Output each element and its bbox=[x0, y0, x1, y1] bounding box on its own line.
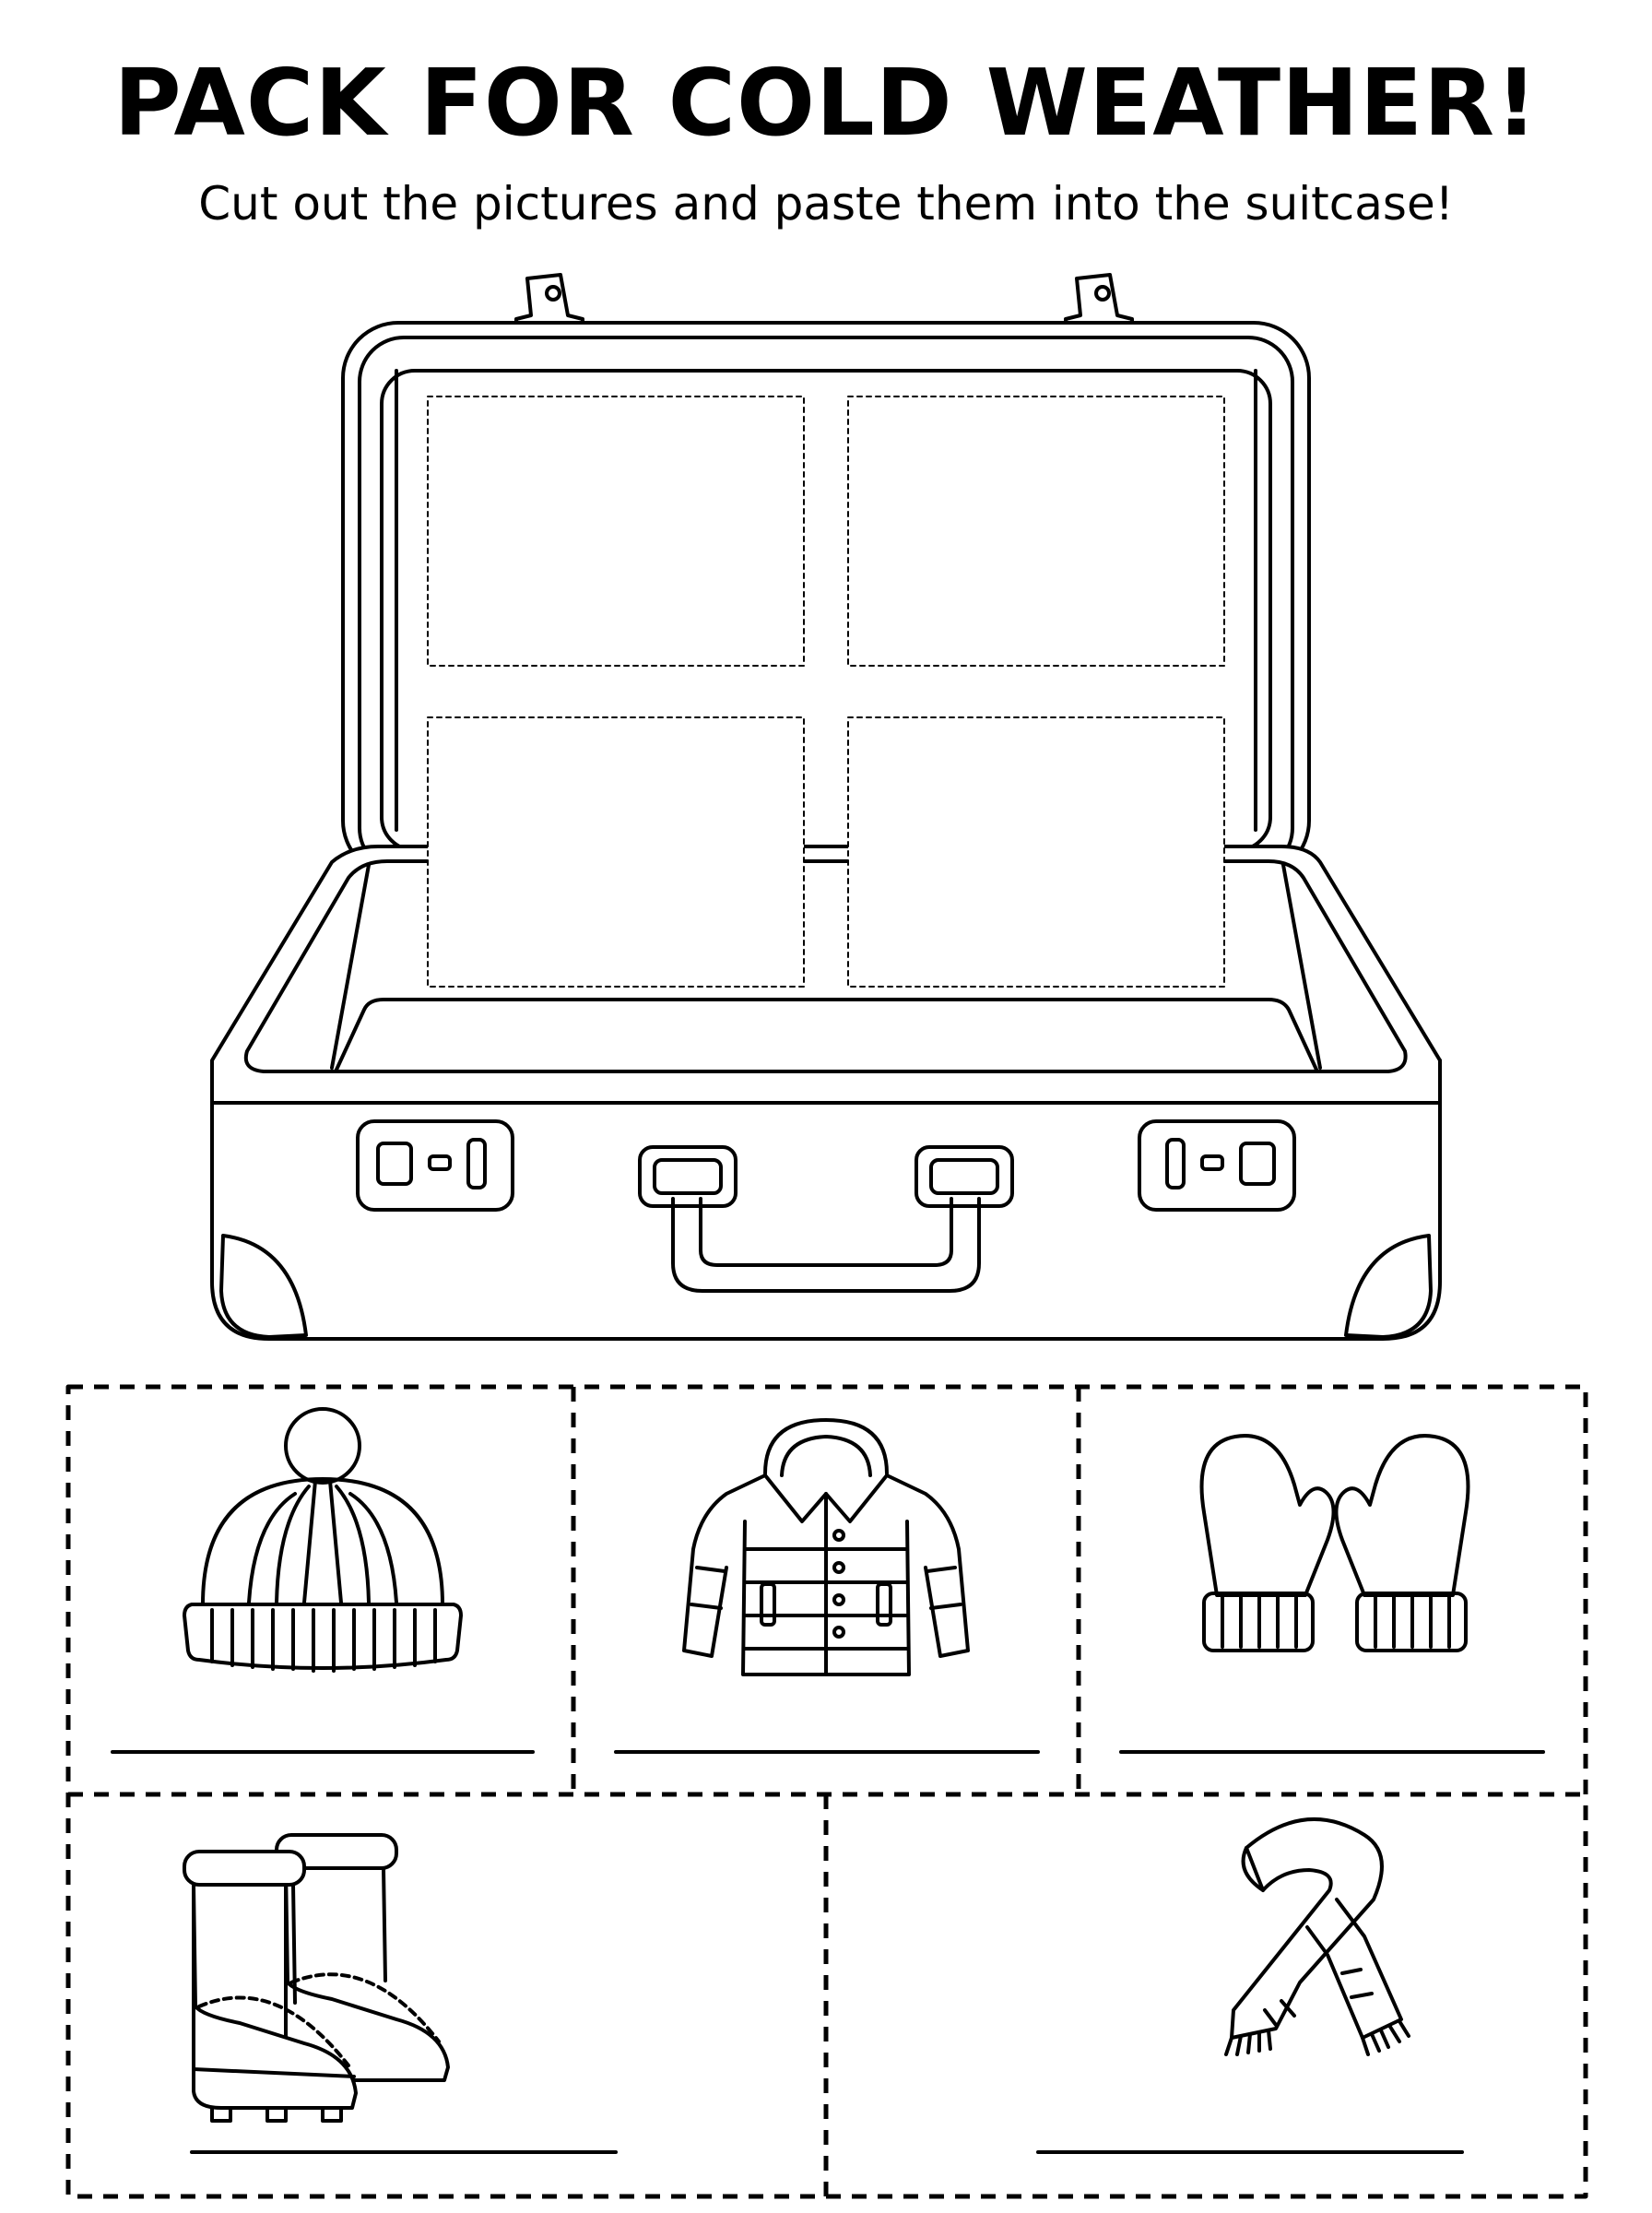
boots-icon[interactable] bbox=[183, 1833, 450, 2123]
lock-right bbox=[1138, 1119, 1296, 1212]
paste-slot-2 bbox=[847, 396, 1225, 667]
paste-slot-1 bbox=[427, 396, 805, 667]
paste-slot-3 bbox=[427, 716, 805, 988]
paste-slots bbox=[427, 396, 1225, 988]
mittens-icon[interactable] bbox=[1199, 1434, 1470, 1652]
suitcase bbox=[210, 273, 1442, 1341]
suitcase-handle bbox=[638, 1145, 1014, 1293]
write-lines bbox=[111, 1750, 1545, 2154]
jacket-icon[interactable] bbox=[682, 1418, 970, 1676]
worksheet-title: PACK FOR COLD WEATHER! bbox=[113, 49, 1539, 157]
worksheet-instructions: Cut out the pictures and paste them into… bbox=[198, 177, 1454, 231]
paste-slot-4 bbox=[847, 716, 1225, 988]
hat-icon[interactable] bbox=[183, 1407, 463, 1673]
scarf-icon[interactable] bbox=[1224, 1817, 1410, 2056]
cutout-grid bbox=[65, 1384, 1588, 2199]
lock-left bbox=[356, 1119, 514, 1212]
